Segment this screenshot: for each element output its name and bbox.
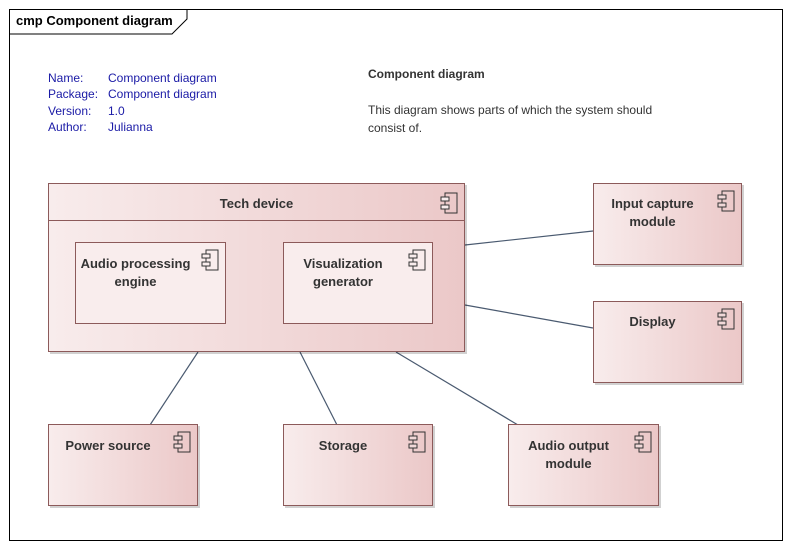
component-label: Input capture module: [611, 196, 694, 229]
component-label: Audio output module: [528, 438, 609, 471]
component-label: Storage: [318, 438, 368, 453]
frame-title-tab: [9, 9, 188, 35]
metadata-row-version: Version: 1.0: [48, 103, 125, 119]
uml-component-icon: [408, 431, 426, 453]
uml-component-icon: [717, 190, 735, 212]
metadata-value: Julianna: [108, 120, 153, 134]
compartment-divider: [49, 220, 464, 221]
component-storage[interactable]: Storage: [283, 424, 433, 506]
metadata-key: Name:: [48, 71, 84, 85]
uml-component-icon: [717, 308, 735, 330]
uml-component-icon: [408, 249, 426, 271]
metadata-row-author: Author: Julianna: [48, 119, 153, 135]
metadata-value: Component diagram: [108, 87, 217, 101]
component-audio-output-module[interactable]: Audio output module: [508, 424, 659, 506]
note-body: This diagram shows parts of which the sy…: [368, 103, 653, 135]
metadata-key: Author:: [48, 120, 87, 134]
component-audio-processing-engine[interactable]: Audio processing engine: [75, 242, 226, 324]
metadata-value: 1.0: [108, 104, 125, 118]
component-label: Visualization generator: [303, 256, 383, 289]
component-label: Power source: [65, 438, 151, 453]
metadata-row-name: Name: Component diagram: [48, 70, 217, 86]
connector-tech-audio-output: [395, 351, 519, 426]
component-label: Display: [629, 314, 676, 329]
component-display[interactable]: Display: [593, 301, 742, 383]
metadata-row-package: Package: Component diagram: [48, 86, 217, 102]
connector-tech-storage: [299, 351, 338, 426]
uml-component-icon: [634, 431, 652, 453]
connector-tech-display: [464, 304, 594, 329]
uml-component-icon: [173, 431, 191, 453]
connector-tech-power-source: [149, 351, 199, 426]
uml-component-icon: [440, 192, 458, 214]
component-input-capture-module[interactable]: Input capture module: [593, 183, 742, 265]
component-power-source[interactable]: Power source: [48, 424, 198, 506]
connector-tech-input-capture: [464, 230, 594, 246]
metadata-key: Version:: [48, 104, 92, 118]
metadata-value: Component diagram: [108, 71, 217, 85]
note-title: Component diagram: [368, 67, 485, 81]
component-label: Audio processing engine: [80, 256, 191, 289]
uml-component-icon: [201, 249, 219, 271]
component-label: Tech device: [219, 196, 294, 211]
frame-title: cmp Component diagram: [16, 13, 173, 28]
component-visualization-generator[interactable]: Visualization generator: [283, 242, 433, 324]
metadata-key: Package:: [48, 87, 99, 101]
